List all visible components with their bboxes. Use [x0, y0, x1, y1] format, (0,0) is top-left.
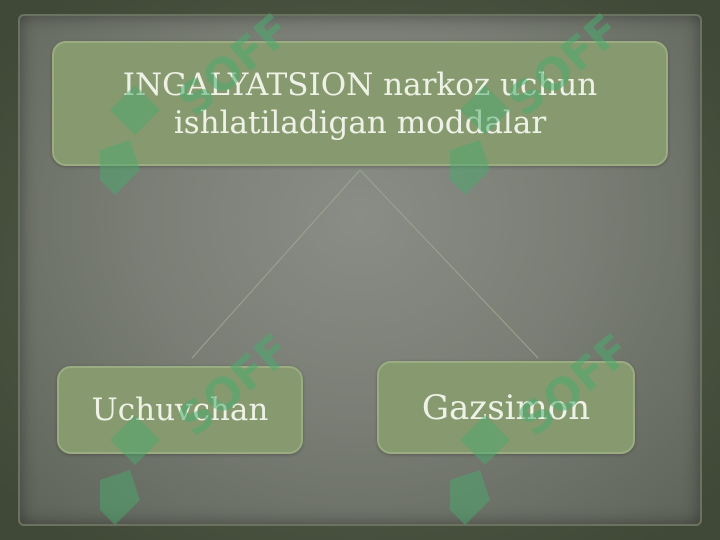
top-node: INGALYATSION narkoz uchun ishlatiladigan…	[52, 41, 668, 166]
child-node-right: Gazsimon	[377, 361, 635, 454]
connector-left	[191, 169, 361, 359]
child-node-right-label: Gazsimon	[421, 387, 591, 428]
connector-right	[359, 169, 539, 359]
top-node-label: INGALYATSION narkoz uchun ishlatiladigan…	[122, 66, 598, 141]
child-node-left-label: Uchuvchan	[91, 392, 269, 428]
child-node-left: Uchuvchan	[57, 366, 303, 454]
